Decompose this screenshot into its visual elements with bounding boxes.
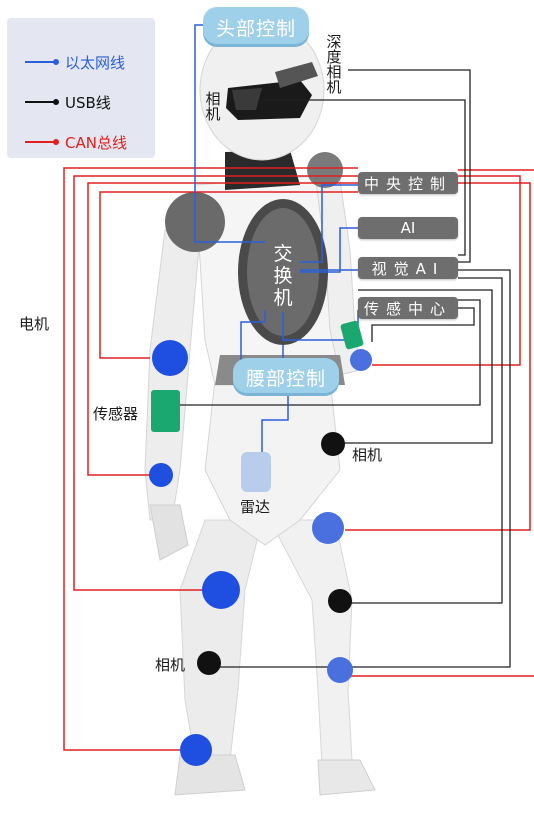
waist-control-label: 腰部控制 (245, 367, 326, 390)
motor-right-knee (312, 512, 344, 544)
legend-label: 以太网线 (65, 53, 126, 72)
motor-left-ankle (180, 734, 212, 766)
camera-left-label: 相机 (155, 656, 186, 674)
depth-camera-label: 深度相机 (326, 33, 342, 96)
controller-label: 传感中心 (363, 299, 452, 318)
legend-label: CAN总线 (65, 133, 127, 152)
legend: 以太网线 USB线 CAN总线 (7, 18, 155, 158)
legend-usb: USB线 (25, 91, 111, 113)
controller-label: AI (400, 219, 416, 237)
sensor-pad-left (151, 390, 180, 432)
sensor-label: 传感器 (93, 405, 139, 423)
legend-line-icon (25, 59, 59, 65)
motor-label: 电机 (19, 315, 50, 333)
switch-label: 交换机 (273, 243, 293, 309)
head-control-label: 头部控制 (215, 17, 296, 40)
legend-label: USB线 (65, 93, 111, 112)
controller-label: 中央控制 (363, 174, 452, 193)
controller-ai: AI (358, 217, 458, 239)
controller-vision-ai: 视觉AI (358, 257, 458, 279)
camera-left-shin (197, 651, 221, 675)
motor-left-wrist (149, 463, 173, 487)
legend-line-icon (25, 139, 59, 145)
legend-line-icon (25, 99, 59, 105)
waist-control-pill: 腰部控制 (233, 358, 339, 396)
camera-right-hip (321, 432, 345, 456)
legend-can: CAN总线 (25, 131, 127, 153)
head-camera-label: 相机 (205, 90, 221, 123)
usb-lines (180, 69, 511, 668)
radar-label: 雷达 (240, 498, 271, 516)
legend-ethernet: 以太网线 (25, 51, 125, 73)
motor-joints (149, 340, 372, 766)
controller-label: 视觉AI (371, 259, 445, 278)
camera-right-shin (328, 589, 352, 613)
can-bus-lines (63, 167, 534, 751)
motor-right-elbow (350, 349, 372, 371)
controller-sensor-hub: 传感中心 (358, 297, 458, 319)
controller-central: 中央控制 (358, 172, 458, 194)
head-control-pill: 头部控制 (203, 7, 309, 47)
sensor-pad-right (340, 320, 364, 350)
motor-left-shoulder (152, 340, 188, 376)
motor-left-hip (202, 571, 240, 609)
camera-right-label: 相机 (352, 446, 383, 464)
motor-right-ankle (327, 657, 353, 683)
radar-unit (241, 452, 271, 492)
